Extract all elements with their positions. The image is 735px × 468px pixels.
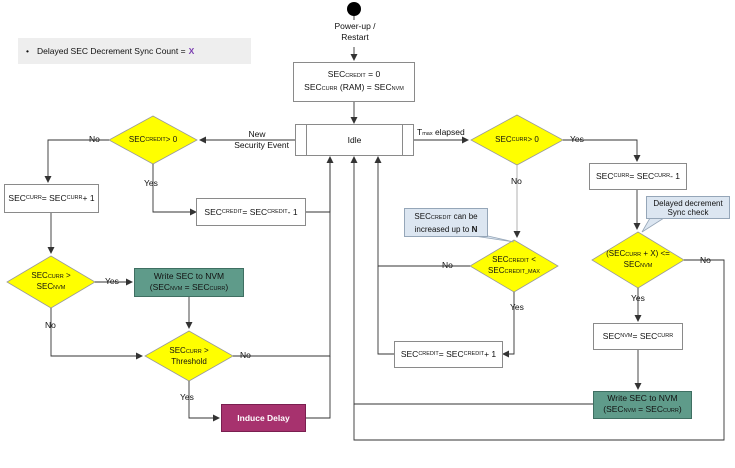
start-label: Power-up / Restart (334, 21, 376, 42)
idle-label: Idle (347, 134, 362, 145)
init-box: SECCREDIT = 0 SECCURR (RAM) = SECNVM (293, 62, 415, 102)
write-nvm-left-box: Write SEC to NVM (SECNVM = SECCURR) (134, 268, 244, 297)
label-yes: Yes (180, 392, 194, 402)
tmax-elapsed-label: Tmax elapsed (417, 127, 465, 137)
idle-state: Idle (295, 124, 414, 156)
note-text: Delayed SEC Decrement Sync Count = (36, 46, 186, 56)
label-yes: Yes (510, 302, 524, 312)
label-no: No (700, 255, 711, 265)
write-nvm-right-box: Write SEC to NVM (SECNVM = SECCURR) (593, 391, 692, 419)
label-no: No (240, 350, 251, 360)
note-sync-count: • Delayed SEC Decrement Sync Count = X (18, 38, 251, 64)
label-no: No (442, 260, 453, 270)
callout-delayed-decrement: Delayed decrement Sync check (646, 196, 730, 219)
label-no: No (89, 134, 100, 144)
bullet-icon: • (26, 46, 29, 56)
label-yes: Yes (144, 178, 158, 188)
callout-delay-pointer (641, 217, 666, 233)
new-security-event-label: New Security Event (234, 129, 289, 150)
start-node (347, 2, 361, 16)
diamond-credit-lt-max-label: SECCREDIT < SECCREDIT_MAX (488, 255, 540, 275)
diamond-threshold-label: SECCURR > Threshold (169, 345, 209, 366)
callout-credit-max: SECCREDIT can be increased up to N (404, 208, 488, 237)
label-yes: Yes (105, 276, 119, 286)
diamond-curr-gt-nvm-label: SECCURR > SECNVM (31, 271, 71, 291)
label-no: No (511, 176, 522, 186)
induce-delay-box: Induce Delay (221, 404, 306, 432)
note-value: X (188, 46, 195, 56)
diamond-sync-check-label: (SECCURR + X) <= SECNVM (606, 249, 670, 269)
label-no: No (45, 320, 56, 330)
label-yes: Yes (570, 134, 584, 144)
label-yes: Yes (631, 293, 645, 303)
